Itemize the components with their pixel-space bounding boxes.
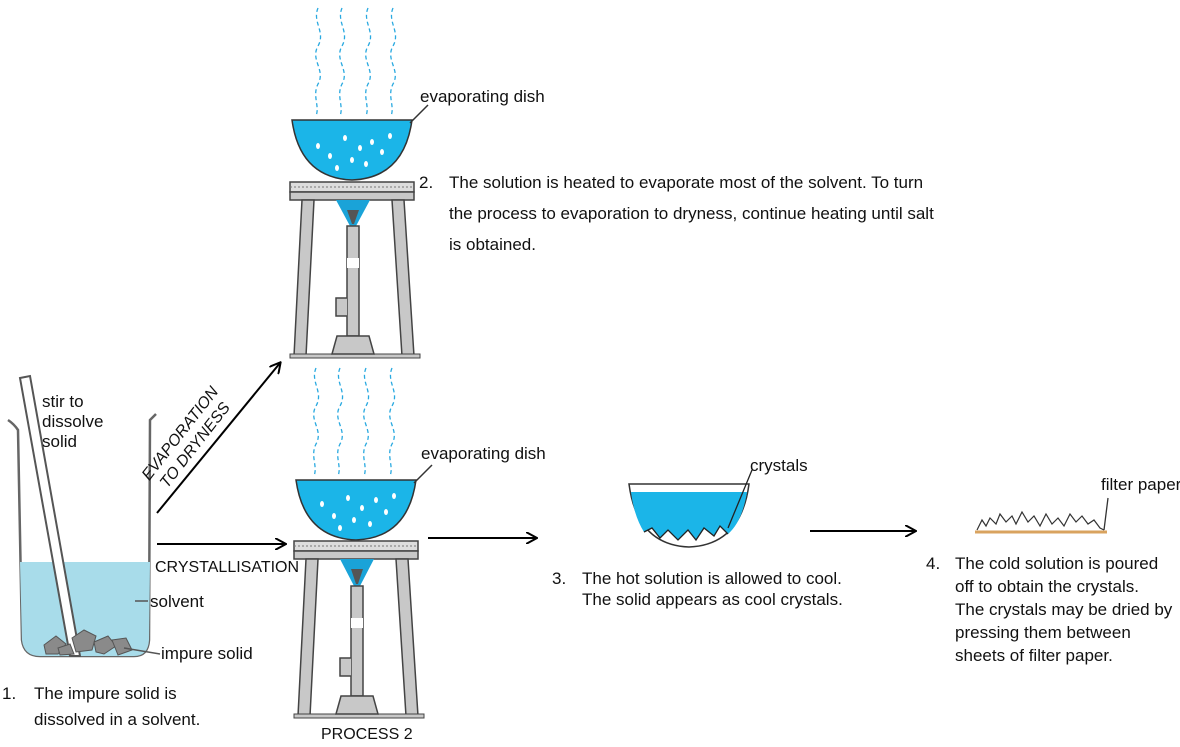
steam-lines-bottom — [313, 367, 396, 477]
tripod-stand-top — [289, 181, 421, 359]
step-4-text-line-1: The cold solution is poured — [955, 554, 1159, 573]
step-1-number: 1. — [2, 684, 17, 703]
solvent-label: solvent — [150, 592, 204, 611]
solvent-liquid — [20, 562, 150, 656]
tripod-stand-bottom — [293, 540, 425, 719]
evaporation-arrow — [156, 363, 280, 514]
cooling-dish — [628, 469, 753, 548]
step-4-text-line-5: sheets of filter paper. — [955, 646, 1113, 665]
evaporating-dish-label-top: evaporating dish — [420, 87, 545, 106]
step-2-number: 2. — [419, 173, 434, 192]
step-4-text-line-3: The crystals may be dried by — [955, 600, 1173, 619]
crystallisation-label: CRYSTALLISATION — [155, 559, 300, 576]
evaporating-dish-top — [291, 104, 429, 181]
step-2-text-line-2: the process to evaporation to dryness, c… — [449, 204, 934, 223]
stir-label: stir to dissolve solid — [42, 392, 104, 451]
step-4-number: 4. — [926, 554, 941, 573]
filter-paper-label: filter paper — [1101, 475, 1180, 494]
impure-solid-label: impure solid — [161, 644, 253, 663]
step-2-text-line-3: is obtained. — [449, 235, 536, 254]
steam-lines-top — [315, 7, 397, 117]
step-4-text-line-2: off to obtain the crystals. — [955, 577, 1139, 596]
step-1-text-line-1: The impure solid is — [34, 684, 177, 703]
filter-paper — [975, 497, 1109, 534]
step-3-text-line-2: The solid appears as cool crystals. — [582, 590, 843, 609]
crystal-layer — [643, 524, 729, 542]
step-2-text-line-1: The solution is heated to evaporate most… — [449, 173, 924, 192]
step-4: 4. The cold solution is poured off to obt… — [926, 552, 1172, 667]
crystals-label: crystals — [750, 456, 808, 475]
step-1-text-line-2: dissolved in a solvent. — [34, 710, 201, 729]
evaporating-dish-bottom — [295, 464, 433, 541]
bunsen-burner-bottom — [335, 559, 379, 715]
impure-solid-pieces — [43, 629, 133, 656]
stirring-rod — [18, 374, 82, 657]
step-3-text-line-1: The hot solution is allowed to cool. — [582, 569, 842, 588]
step-3-number: 3. — [552, 569, 567, 588]
step-3: 3. The hot solution is allowed to cool. T… — [552, 568, 843, 610]
process-2-label: PROCESS 2 — [321, 726, 413, 743]
step-4-text-line-4: pressing them between — [955, 623, 1131, 642]
beaker — [7, 374, 161, 658]
bunsen-burner-top — [331, 200, 375, 355]
step-1: 1. The impure solid is dissolved in a sol… — [2, 681, 200, 733]
evaporating-dish-label-bottom: evaporating dish — [421, 444, 546, 463]
step-2: 2. The solution is heated to evaporate mo… — [419, 170, 934, 258]
